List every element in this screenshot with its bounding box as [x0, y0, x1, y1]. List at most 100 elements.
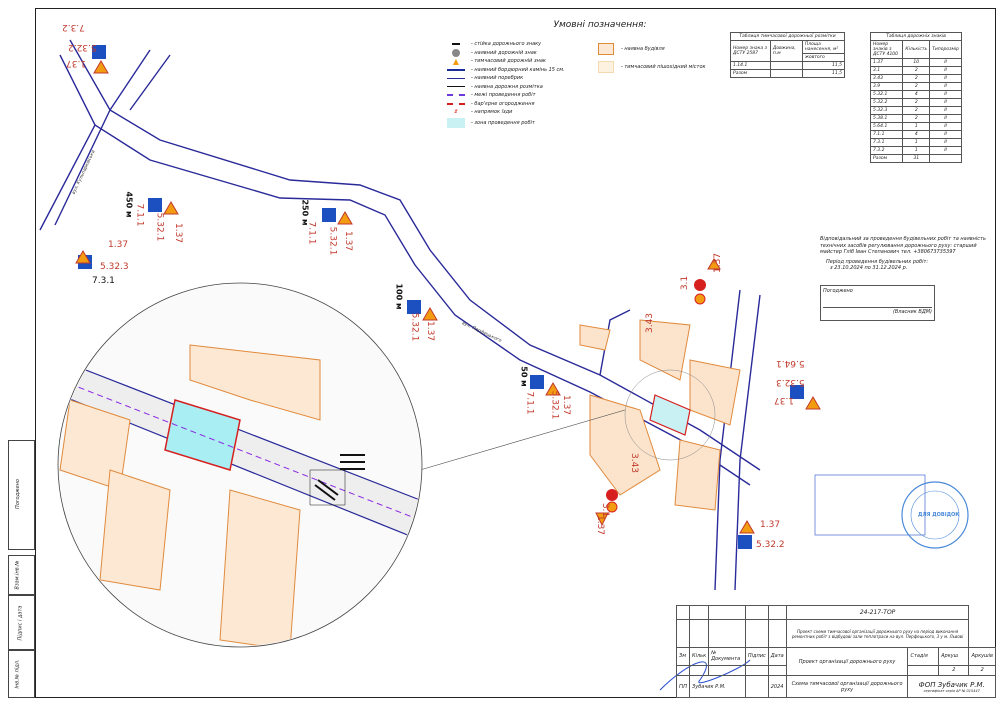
approval-box: Погоджено (Власник ВДМ)	[820, 285, 935, 321]
col-header: Зм	[675, 647, 691, 666]
side-sign-date: Підпис і дата	[8, 595, 35, 650]
cell: 1	[902, 122, 931, 131]
legend-item: - межі проведення робіт	[471, 92, 536, 99]
cell: 3.1	[869, 66, 904, 75]
year: 2024	[767, 675, 787, 698]
building	[589, 394, 661, 496]
cell: 2	[902, 66, 931, 75]
col-header: № Документа	[708, 647, 746, 666]
legend-item: - зона проведення робіт	[471, 119, 535, 126]
legend-item: - наявний бордюрний камінь 15 см.	[471, 66, 565, 73]
legend: Умовні позначення: - стійка дорожнього з…	[445, 20, 725, 129]
cell: 11,5	[801, 69, 846, 78]
distance-label: 450 м	[124, 191, 134, 218]
cell: 7.1.1	[869, 130, 904, 139]
sign-label: 1.37	[343, 230, 354, 252]
legend-item: - наявна будівля	[621, 46, 665, 52]
sign-label: 1.37	[713, 252, 724, 274]
sign-label: 1.37	[173, 222, 184, 244]
table-header: жовтого	[801, 53, 846, 62]
period-title: Період проведення будівельних робіт:	[826, 258, 929, 265]
stamp-text: ДЛЯ ДОВІДОК	[918, 512, 960, 518]
sign-label: 1.37	[595, 514, 606, 536]
cell: 1	[902, 138, 931, 147]
approval-role: (Власник ВДМ)	[823, 307, 932, 315]
col-header: Підпис	[744, 647, 769, 666]
legend-item: - тимчасовий дорожній знак	[471, 58, 546, 65]
table-header: Площа нанесення, м²	[801, 40, 846, 54]
legend-item: - бар'єрне огородження	[471, 100, 535, 107]
sign-label: 7.3.1	[92, 276, 115, 286]
building	[579, 324, 611, 351]
distance-label: 50 м	[519, 366, 529, 387]
cell	[769, 61, 803, 70]
cell: 5.38.1	[869, 114, 904, 123]
signs-table: Таблиця дорожніх знаків Номер знаків з Д…	[869, 32, 962, 163]
cell: 1.37	[869, 58, 904, 67]
responsible-text: Відповідальний за проведення будівельних…	[820, 236, 986, 255]
cell: ІІ	[929, 122, 962, 131]
sign-label: 1.37	[774, 395, 795, 405]
road-signs	[75, 45, 821, 549]
period-dates: з 23.10.2024 по 31.12.2024 р.	[830, 265, 908, 271]
col-header: Кільк	[689, 647, 710, 666]
sign-label: 3.1	[680, 275, 691, 291]
cell: 2	[902, 98, 931, 107]
cell	[929, 154, 962, 163]
responsible-note: Відповідальний за проведення будівельних…	[820, 236, 990, 272]
sign-label: 5.32.1	[409, 312, 420, 342]
cell: 2	[902, 106, 931, 115]
cell: Разом	[869, 154, 904, 163]
company: ФОП Зубачик Р.М.	[918, 680, 985, 689]
sign-label: 3.43	[629, 452, 640, 474]
cell: 5.32.1	[869, 90, 904, 99]
cell: 5.32.3	[869, 106, 904, 115]
cell: ІІ	[929, 114, 962, 123]
cell: ІІ	[929, 146, 962, 155]
cell: 3.9	[869, 82, 904, 91]
table-header: Типорозмір	[929, 40, 962, 59]
cell: 2	[902, 82, 931, 91]
sign-label: 1.37	[66, 58, 87, 68]
table-header: Довжина, п.м	[769, 40, 803, 62]
sign-label: 1.37	[760, 520, 781, 530]
col-header: Дата	[767, 647, 787, 666]
sheet-number: 2	[938, 664, 970, 676]
sign-label: 5.32.1	[549, 390, 560, 420]
buildings	[579, 319, 741, 511]
sign-label: 5.64.1	[776, 358, 805, 368]
legend-title: Умовні позначення:	[553, 20, 647, 30]
cell: 31	[902, 154, 931, 163]
side-inv-orig: Інв.№ підл.	[8, 650, 35, 698]
sign-label: 1.37	[425, 320, 436, 342]
cell: ІІ	[929, 106, 962, 115]
cell: 4	[902, 90, 931, 99]
cell: ІІ	[929, 74, 962, 83]
cell: 1.14.1	[730, 61, 771, 70]
sign-label: 7.1.1	[134, 203, 145, 227]
legend-item: - стійка дорожнього знаку	[471, 41, 542, 48]
table-header: Кількість	[902, 40, 931, 59]
drawing-frame	[35, 8, 996, 698]
sign-label: 7.1.1	[524, 391, 535, 415]
cell: 4	[902, 130, 931, 139]
cell: 7.3.2	[869, 146, 904, 155]
cell: 2	[902, 114, 931, 123]
col-header: Стадія	[907, 647, 940, 666]
cell: 10	[902, 58, 931, 67]
table-title: Таблиця тимчасової дорожньої розмітки	[730, 32, 845, 41]
col-header: Аркушів	[968, 647, 996, 666]
cell: 5.64.1	[869, 122, 904, 131]
sign-label: 7.1.1	[306, 221, 317, 245]
sign-label: 1.37	[561, 394, 572, 416]
